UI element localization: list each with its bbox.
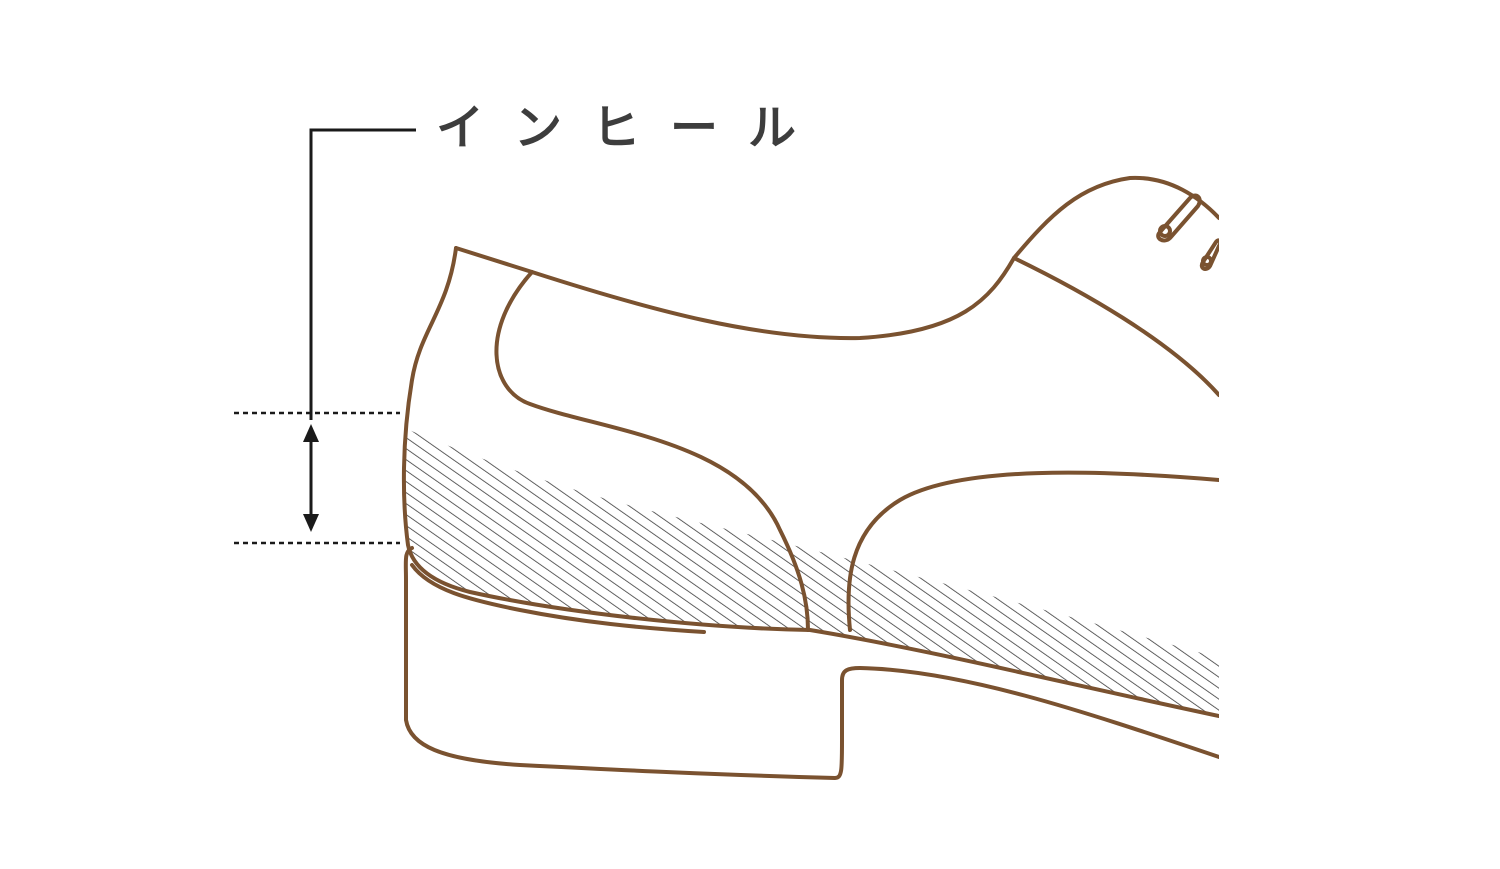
eyelet-hole-lower [1201,255,1213,267]
welt-line [410,563,706,634]
outsole-outline [403,546,1219,780]
inner-heel-label: インヒール [436,100,827,156]
vamp-seam [846,470,1219,632]
inner-heel-hatch [403,428,1219,716]
quarter-seam [494,270,810,632]
eyelet-upper [1156,193,1202,243]
lace-edge [1012,256,1219,397]
top-line-outline [454,175,1219,341]
leader-line [309,128,416,420]
heel-counter-outline [401,246,1219,718]
down-arrow-icon [303,514,319,532]
eyelet-lower [1199,238,1219,271]
eyelet-hole-upper [1158,224,1172,238]
up-arrow-icon [303,424,319,442]
